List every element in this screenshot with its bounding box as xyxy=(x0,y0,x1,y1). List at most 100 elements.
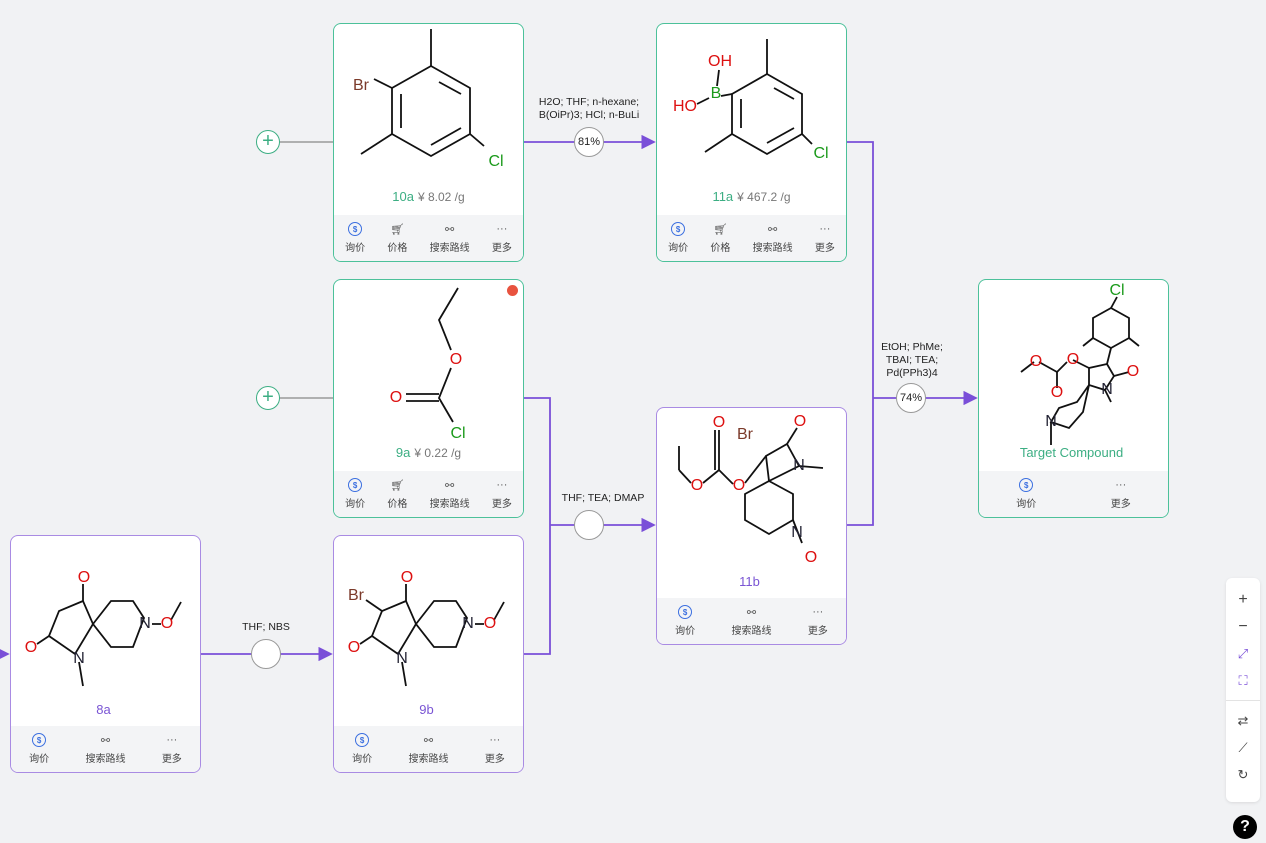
alert-badge[interactable] xyxy=(507,285,518,296)
svg-text:N: N xyxy=(793,457,805,474)
more-button[interactable]: ···更多 xyxy=(807,606,828,637)
molecule-label: 10a¥ 8.02 /g xyxy=(392,189,465,204)
route-icon: ⚯ xyxy=(445,479,455,492)
svg-text:O: O xyxy=(25,639,37,656)
molecule-label: 11a¥ 467.2 /g xyxy=(712,189,791,204)
reset-layout-icon[interactable]: ↻ xyxy=(1237,766,1249,782)
svg-text:O: O xyxy=(484,615,496,632)
dollar-icon: $ xyxy=(678,605,693,619)
svg-text:O: O xyxy=(401,569,413,586)
dollar-icon: $ xyxy=(348,478,363,492)
more-icon: ··· xyxy=(489,734,501,746)
svg-text:O: O xyxy=(691,477,703,494)
more-button[interactable]: ···更多 xyxy=(484,734,505,765)
svg-text:N: N xyxy=(139,615,151,632)
svg-text:O: O xyxy=(1067,351,1079,368)
more-button[interactable]: ···更多 xyxy=(491,479,512,510)
svg-text:Cl: Cl xyxy=(1109,282,1124,299)
zoom-in-icon[interactable]: + xyxy=(1238,590,1248,608)
search-route-button[interactable]: ⚯搜索路线 xyxy=(752,223,793,255)
svg-text:O: O xyxy=(794,413,806,430)
zoom-out-icon[interactable]: − xyxy=(1238,617,1248,635)
dollar-icon: $ xyxy=(671,222,686,236)
route-icon: ⚯ xyxy=(100,734,111,747)
fullscreen-icon[interactable]: ⛶ xyxy=(1238,672,1248,688)
inquiry-button[interactable]: $询价 xyxy=(668,222,688,254)
reaction-conditions: THF; NBS xyxy=(242,621,290,633)
svg-text:N: N xyxy=(462,615,474,632)
search-route-button[interactable]: ⚯搜索路线 xyxy=(408,734,449,766)
more-button[interactable]: ···更多 xyxy=(1110,479,1131,510)
cart-icon: 🛒︎ xyxy=(390,479,405,492)
route-icon: ⚯ xyxy=(423,734,434,747)
reaction-yield[interactable]: 74% xyxy=(896,383,926,413)
cart-icon: 🛒︎ xyxy=(390,223,405,236)
search-route-button[interactable]: ⚯搜索路线 xyxy=(731,606,772,638)
dollar-icon: $ xyxy=(355,733,370,747)
molecule-label: Target Compound xyxy=(1019,445,1124,460)
svg-text:Br: Br xyxy=(353,77,370,94)
canvas-toolbar: + − ⤢ ⛶ ⇄ ⟋ ↻ xyxy=(1226,578,1260,802)
divider xyxy=(1226,700,1260,701)
inquiry-button[interactable]: $询价 xyxy=(1016,478,1036,510)
svg-text:N: N xyxy=(396,650,408,667)
inquiry-button[interactable]: $询价 xyxy=(29,733,49,765)
svg-text:N: N xyxy=(73,650,85,667)
price-button[interactable]: 🛒︎价格 xyxy=(710,223,731,255)
search-route-button[interactable]: ⚯搜索路线 xyxy=(429,223,470,255)
route-icon: ⚯ xyxy=(768,223,778,236)
reaction-conditions: EtOH; PhMe;TBAI; TEA;Pd(PPh3)4 xyxy=(881,341,943,379)
search-route-button[interactable]: ⚯搜索路线 xyxy=(85,734,126,766)
route-icon: ⚯ xyxy=(746,606,757,619)
svg-text:Br: Br xyxy=(737,426,754,443)
swap-direction-icon[interactable]: ⇄ xyxy=(1237,712,1249,728)
connect-icon[interactable]: ⟋ xyxy=(1238,739,1248,755)
inquiry-button[interactable]: $询价 xyxy=(345,478,365,510)
cart-icon: 🛒︎ xyxy=(713,223,728,236)
more-button[interactable]: ···更多 xyxy=(491,223,512,254)
dollar-icon: $ xyxy=(32,733,47,747)
svg-text:N: N xyxy=(791,524,803,541)
help-button[interactable]: ? xyxy=(1233,815,1257,839)
molecule-label: 9a¥ 0.22 /g xyxy=(395,445,462,460)
svg-text:O: O xyxy=(733,477,745,494)
add-precursor-button[interactable]: + xyxy=(256,386,280,410)
svg-text:O: O xyxy=(1051,384,1063,401)
inquiry-button[interactable]: $询价 xyxy=(352,733,372,765)
more-icon: ··· xyxy=(1115,479,1127,491)
svg-text:B: B xyxy=(711,85,722,102)
add-precursor-button[interactable]: + xyxy=(256,130,280,154)
reaction-conditions: H2O; THF; n-hexane;B(OiPr)3; HCl; n-BuLi xyxy=(538,96,640,121)
reaction-yield[interactable] xyxy=(251,639,281,669)
svg-text:HO: HO xyxy=(673,98,697,115)
price-button[interactable]: 🛒︎价格 xyxy=(387,223,408,255)
reaction-conditions: THF; TEA; DMAP xyxy=(561,492,645,504)
inquiry-button[interactable]: $询价 xyxy=(345,222,365,254)
price-button[interactable]: 🛒︎价格 xyxy=(387,479,408,511)
more-icon: ··· xyxy=(819,223,831,235)
svg-text:O: O xyxy=(1030,353,1042,370)
more-icon: ··· xyxy=(496,223,508,235)
reaction-yield[interactable] xyxy=(574,510,604,540)
svg-text:N: N xyxy=(1045,413,1057,430)
svg-text:O: O xyxy=(390,389,402,406)
svg-text:Cl: Cl xyxy=(450,425,465,442)
fit-view-icon[interactable]: ⤢ xyxy=(1237,645,1249,661)
search-route-button[interactable]: ⚯搜索路线 xyxy=(429,479,470,511)
inquiry-button[interactable]: $询价 xyxy=(675,605,695,637)
reaction-yield[interactable]: 81% xyxy=(574,127,604,157)
more-button[interactable]: ···更多 xyxy=(161,734,182,765)
more-button[interactable]: ···更多 xyxy=(814,223,835,254)
